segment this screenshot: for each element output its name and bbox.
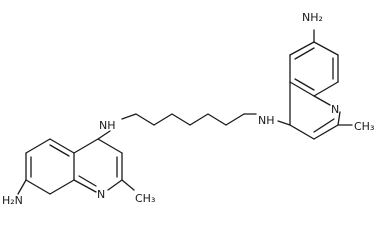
bond: [73, 138, 99, 154]
alkyl-linker: [121, 113, 257, 126]
methyl-label-left: CH₃: [135, 192, 155, 205]
bond: [289, 81, 315, 97]
bond: [73, 179, 97, 193]
bond: [121, 179, 135, 191]
amine-label-bottom: H₂N: [2, 194, 23, 207]
bond: [189, 113, 209, 126]
structure-canvas: NH₂ N CH₃ NH: [2, 11, 374, 207]
bond: [25, 138, 51, 154]
nh-label-right: NH: [258, 114, 275, 127]
nh-label-left: NH: [99, 119, 116, 132]
bond: [313, 41, 339, 56]
bond: [313, 81, 339, 97]
bond: [171, 113, 191, 126]
bond: [97, 130, 111, 140]
methyl-label-right: CH₃: [354, 120, 374, 133]
bond: [121, 113, 137, 120]
bond: [225, 113, 245, 126]
bond: [49, 179, 75, 195]
ring-nitrogen-label-left: N: [97, 188, 105, 201]
left-quinoline: NH N CH₃ H₂N: [2, 119, 155, 207]
bond: [294, 47, 315, 60]
bond: [313, 95, 331, 106]
bond: [153, 113, 173, 126]
right-quinoline: NH₂ N CH₃ NH: [258, 11, 374, 140]
bond: [313, 118, 335, 133]
bond: [313, 124, 339, 140]
bond: [97, 138, 123, 154]
bond: [207, 113, 227, 126]
amine-label-top: NH₂: [302, 11, 323, 24]
bond: [17, 179, 27, 195]
bond: [294, 78, 315, 91]
bond: [49, 138, 75, 154]
bond: [289, 41, 315, 56]
ring-nitrogen-label-right: N: [331, 103, 339, 116]
molecule-diagram: NH₂ N CH₃ NH: [2, 11, 374, 207]
bond: [25, 179, 51, 195]
bond: [49, 144, 70, 157]
bond: [107, 179, 123, 191]
bond: [78, 175, 97, 187]
bond: [277, 120, 291, 126]
bond: [289, 124, 315, 140]
bond: [135, 113, 155, 126]
bond: [337, 111, 341, 126]
